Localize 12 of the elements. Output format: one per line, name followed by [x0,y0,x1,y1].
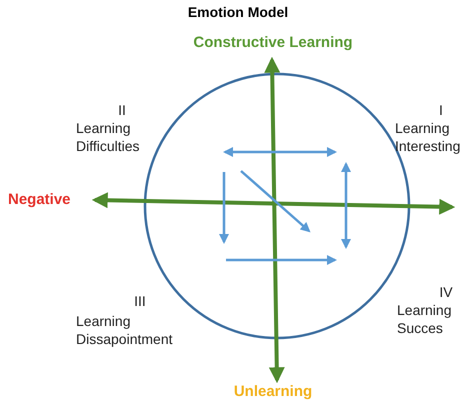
quadrant-number: Learning Succes [397,301,452,337]
quadrant-number: I [438,101,444,119]
axis-pole-label: Unlearning [232,383,314,401]
quadrant-label: IV [438,283,454,301]
quadrant-label: III [133,292,147,310]
axis-pole-label: Constructive Learning [192,34,354,52]
quadrant-label: Learning Difficulties [76,119,141,155]
quadrant-number: II [117,101,127,119]
quadrant-number: Learning Dissapointment [76,312,174,348]
axis-pole-label: Negative [8,191,72,209]
diagram-title: Emotion Model [186,4,290,20]
quadrant-label: Learning Interesting [395,119,462,155]
